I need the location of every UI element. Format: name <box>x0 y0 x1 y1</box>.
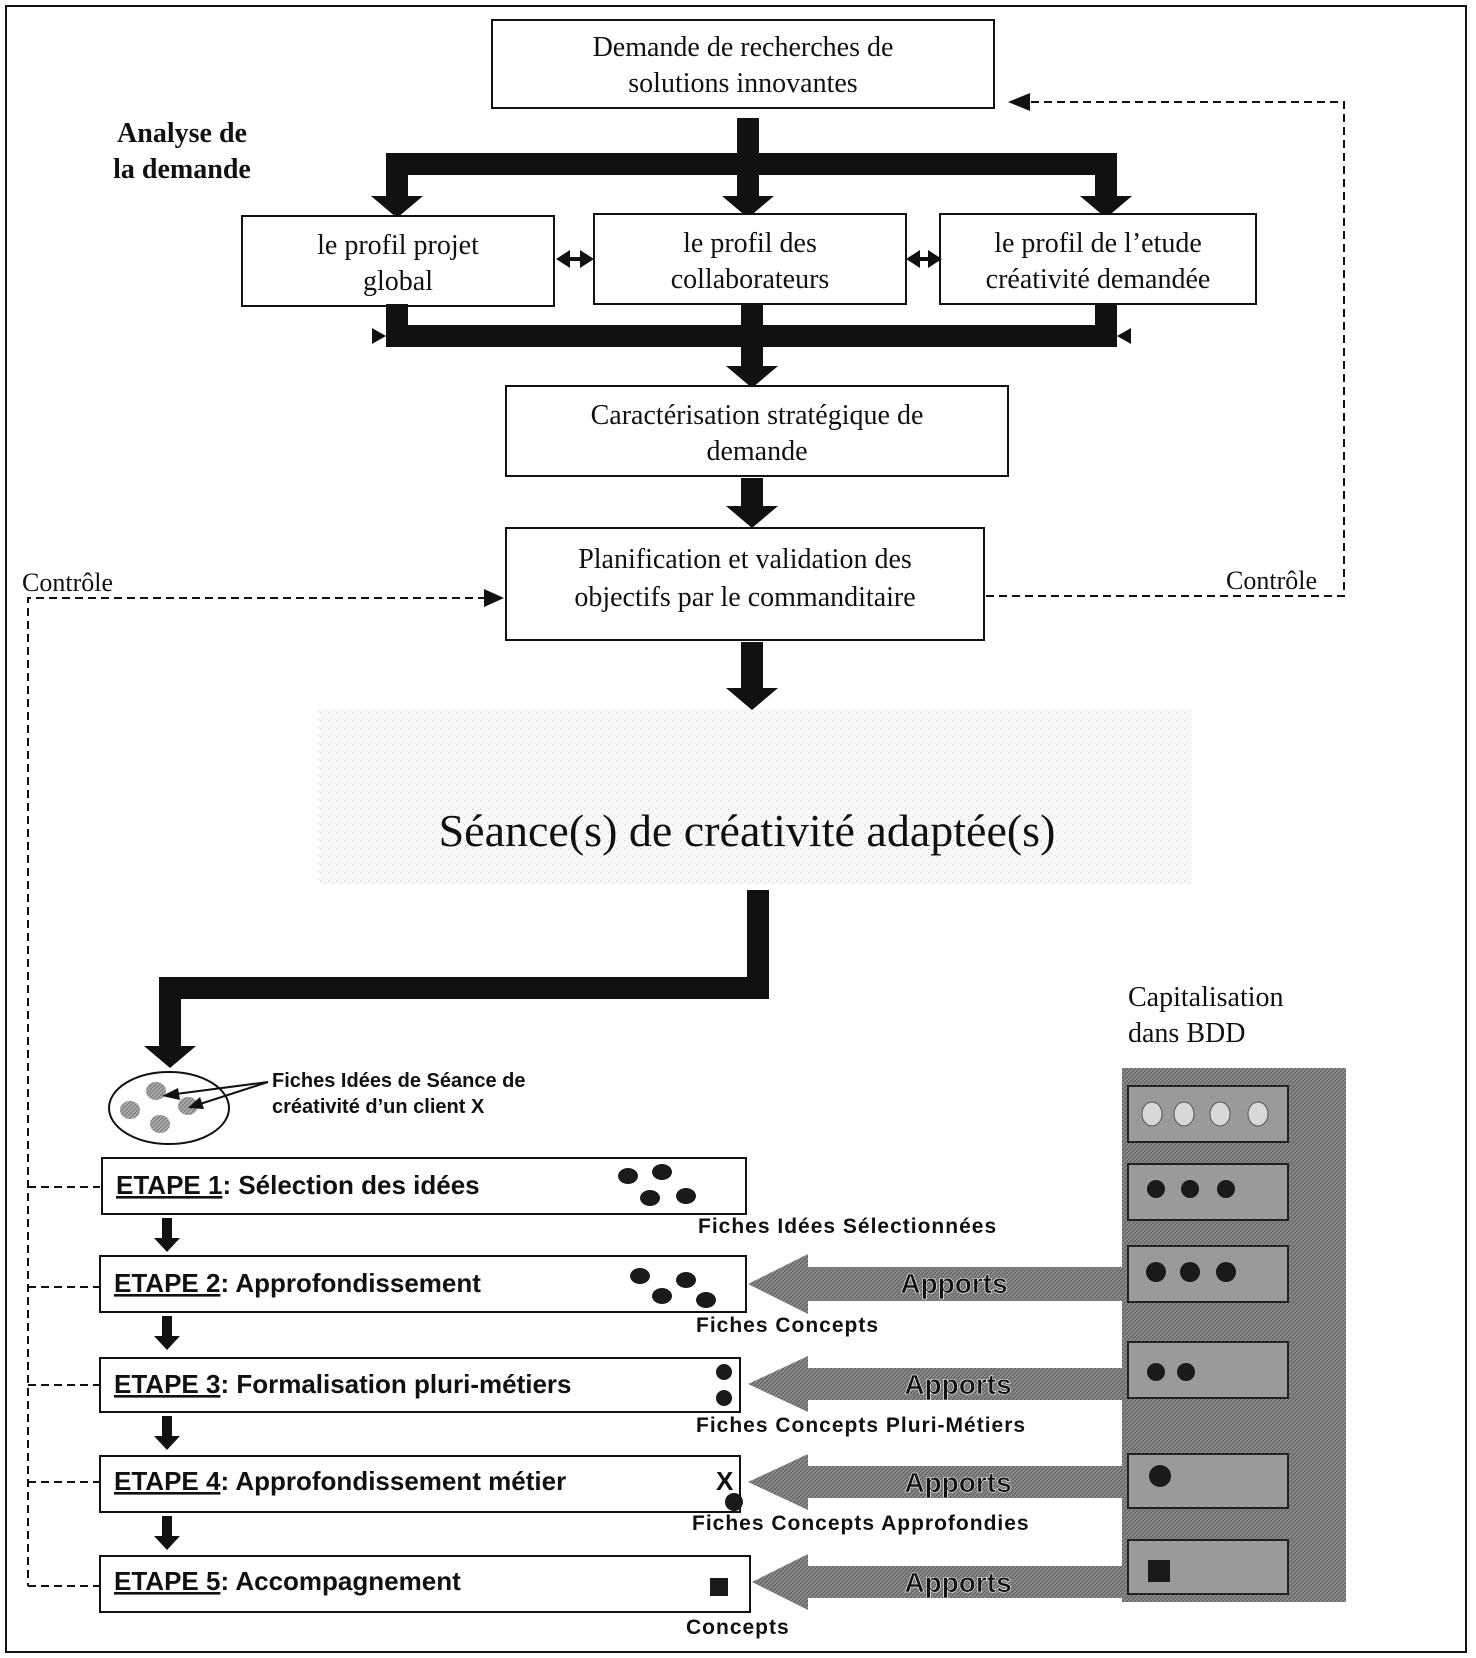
caracterisation-line1: Caractérisation stratégique de <box>591 400 924 431</box>
etape-5-output: Concepts <box>686 1616 790 1639</box>
etape-2-label: ETAPE 2 <box>114 1268 220 1298</box>
etape-3: ETAPE 3: Formalisation pluri-métiers <box>99 1357 741 1413</box>
apports-label-2: Apports <box>900 1268 1007 1299</box>
apports-arrow-2: Apports <box>748 1254 1122 1314</box>
fiches-idees-ellipse <box>108 1071 230 1145</box>
apports-arrow-5: Apports <box>752 1554 1122 1610</box>
svg-text:ETAPE 5: Accompagnement: ETAPE 5: Accompagnement <box>114 1566 461 1596</box>
idea-dot <box>120 1101 140 1119</box>
controle-right-label: Contrôle <box>1226 566 1317 595</box>
convergence-arrows <box>372 304 1131 388</box>
profile-collaborateurs-line2: collaborateurs <box>671 264 830 295</box>
svg-text:ETAPE 1: Sélection des idées: ETAPE 1: Sélection des idées <box>116 1170 480 1200</box>
etape-5: ETAPE 5: Accompagnement <box>99 1555 751 1613</box>
capitalisation-label: Capitalisation dans BDD <box>1128 982 1284 1049</box>
arrow-to-planification <box>726 478 778 528</box>
controle-left-label: Contrôle <box>22 568 113 597</box>
idea-dot <box>146 1082 166 1100</box>
etape-arrow-3-4 <box>154 1416 180 1450</box>
etape-2-output: Fiches Concepts <box>696 1314 879 1337</box>
fiches-note-line2: créativité d’un client X <box>272 1096 485 1118</box>
analyse-label-line1: Analyse de <box>117 118 247 149</box>
top-box-line1: Demande de recherches de <box>593 32 894 63</box>
svg-text:ETAPE 4: Approfondissement mé: ETAPE 4: Approfondissement métier <box>114 1466 566 1496</box>
profile-box-etude: le profil de l’etude créativité demandée <box>939 213 1257 305</box>
etape-4-marker: X <box>716 1466 734 1496</box>
planification-box: Planification et validation des objectif… <box>505 527 985 641</box>
profile-projet-line2: global <box>363 266 433 297</box>
apports-arrow-4: Apports <box>748 1454 1122 1510</box>
svg-text:ETAPE 2: Approfondissement: ETAPE 2: Approfondissement <box>114 1268 481 1298</box>
etape-5-text: : Accompagnement <box>220 1566 461 1596</box>
apports-arrow-3: Apports <box>748 1356 1122 1412</box>
capitalisation-line1: Capitalisation <box>1128 982 1284 1013</box>
etape-1: ETAPE 1: Sélection des idées <box>101 1157 747 1215</box>
apports-label-5: Apports <box>904 1567 1011 1598</box>
planification-line1: Planification et validation des <box>578 544 912 575</box>
capitalisation-line2: dans BDD <box>1128 1018 1245 1049</box>
fiches-pointer-arrows <box>162 1081 269 1109</box>
etape-4: ETAPE 4: Approfondissement métier X <box>99 1455 743 1513</box>
apports-label-4: Apports <box>904 1467 1011 1498</box>
profile-box-projet: le profil projet global <box>241 215 555 307</box>
outer-frame <box>5 5 1467 1653</box>
svg-text:ETAPE 3: Formalisation pluri-m: ETAPE 3: Formalisation pluri-métiers <box>114 1369 572 1399</box>
controle-right-loop <box>986 93 1345 597</box>
profile-projet-line1: le profil projet <box>317 230 479 261</box>
etape-3-output: Fiches Concepts Pluri-Métiers <box>696 1414 1026 1437</box>
etape-1-label: ETAPE 1 <box>116 1170 222 1200</box>
distribution-arrows <box>371 118 1132 218</box>
idea-dot <box>178 1097 198 1115</box>
seance-panel: Séance(s) de créativité adaptée(s) <box>318 710 1192 884</box>
apports-label-3: Apports <box>904 1369 1011 1400</box>
controle-left-loop <box>27 589 504 1587</box>
etape-5-label: ETAPE 5 <box>114 1566 220 1596</box>
etape-arrow-4-5 <box>154 1516 180 1550</box>
planification-line2: objectifs par le commanditaire <box>574 582 915 613</box>
top-box: Demande de recherches de solutions innov… <box>491 19 995 109</box>
caracterisation-box: Caractérisation stratégique de demande <box>505 385 1009 477</box>
etape-4-label: ETAPE 4 <box>114 1466 221 1496</box>
etape-1-text: : Sélection des idées <box>222 1170 479 1200</box>
etape-2: ETAPE 2: Approfondissement <box>99 1255 747 1313</box>
fiches-idees-note: Fiches Idées de Séance de créativité d’u… <box>272 1070 525 1118</box>
etape-3-text: : Formalisation pluri-métiers <box>220 1369 571 1399</box>
database-column <box>1122 1068 1346 1602</box>
caracterisation-line2: demande <box>706 436 807 467</box>
etape-arrow-1-2 <box>154 1218 180 1252</box>
arrow-to-fiches <box>144 890 769 1068</box>
double-arrow-1 <box>556 250 594 268</box>
etape-4-output: Fiches Concepts Approfondies <box>692 1512 1030 1535</box>
etape-2-text: : Approfondissement <box>220 1268 481 1298</box>
double-arrow-2 <box>906 250 942 268</box>
profile-etude-line2: créativité demandée <box>986 264 1211 295</box>
profile-collaborateurs-line1: le profil des <box>683 228 817 259</box>
arrow-to-seance <box>726 642 778 710</box>
analyse-label-line2: la demande <box>113 154 251 185</box>
idea-dot <box>150 1115 170 1133</box>
profile-etude-line1: le profil de l’etude <box>994 228 1202 259</box>
etape-1-output: Fiches Idées Sélectionnées <box>698 1215 997 1238</box>
etape-arrow-2-3 <box>154 1316 180 1350</box>
profile-box-collaborateurs: le profil des collaborateurs <box>593 213 907 305</box>
seance-title: Séance(s) de créativité adaptée(s) <box>439 805 1056 856</box>
etape-4-text: : Approfondissement métier <box>220 1466 566 1496</box>
analyse-label: Analyse de la demande <box>113 118 251 185</box>
etape-3-label: ETAPE 3 <box>114 1369 220 1399</box>
top-box-line2: solutions innovantes <box>628 68 857 99</box>
fiches-note-line1: Fiches Idées de Séance de <box>272 1070 525 1092</box>
